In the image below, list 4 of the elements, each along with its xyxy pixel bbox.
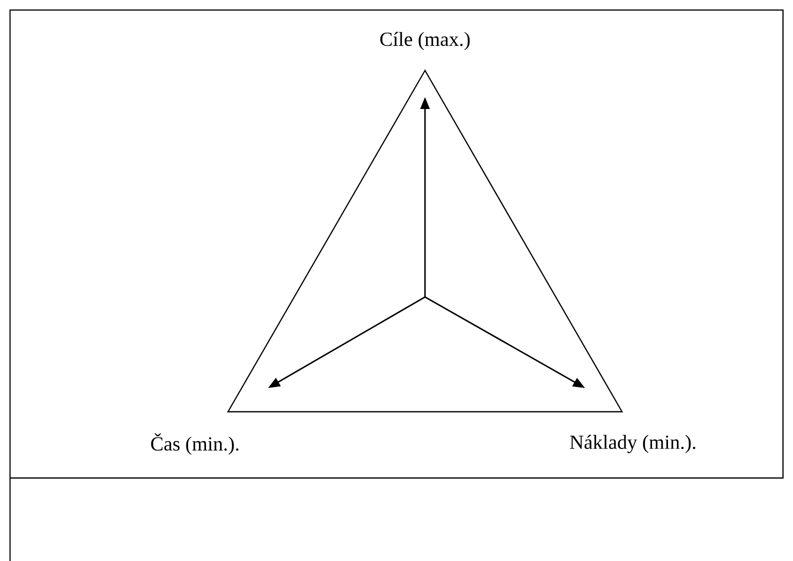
node-label: Cíle (max.) [380, 32, 470, 50]
node-label: Náklady (min.). [570, 434, 696, 454]
node-label: Čas (min.). [151, 433, 238, 455]
triangle-diagram: Cíle (max.) Čas (min.). Náklady (min.). [151, 32, 696, 455]
